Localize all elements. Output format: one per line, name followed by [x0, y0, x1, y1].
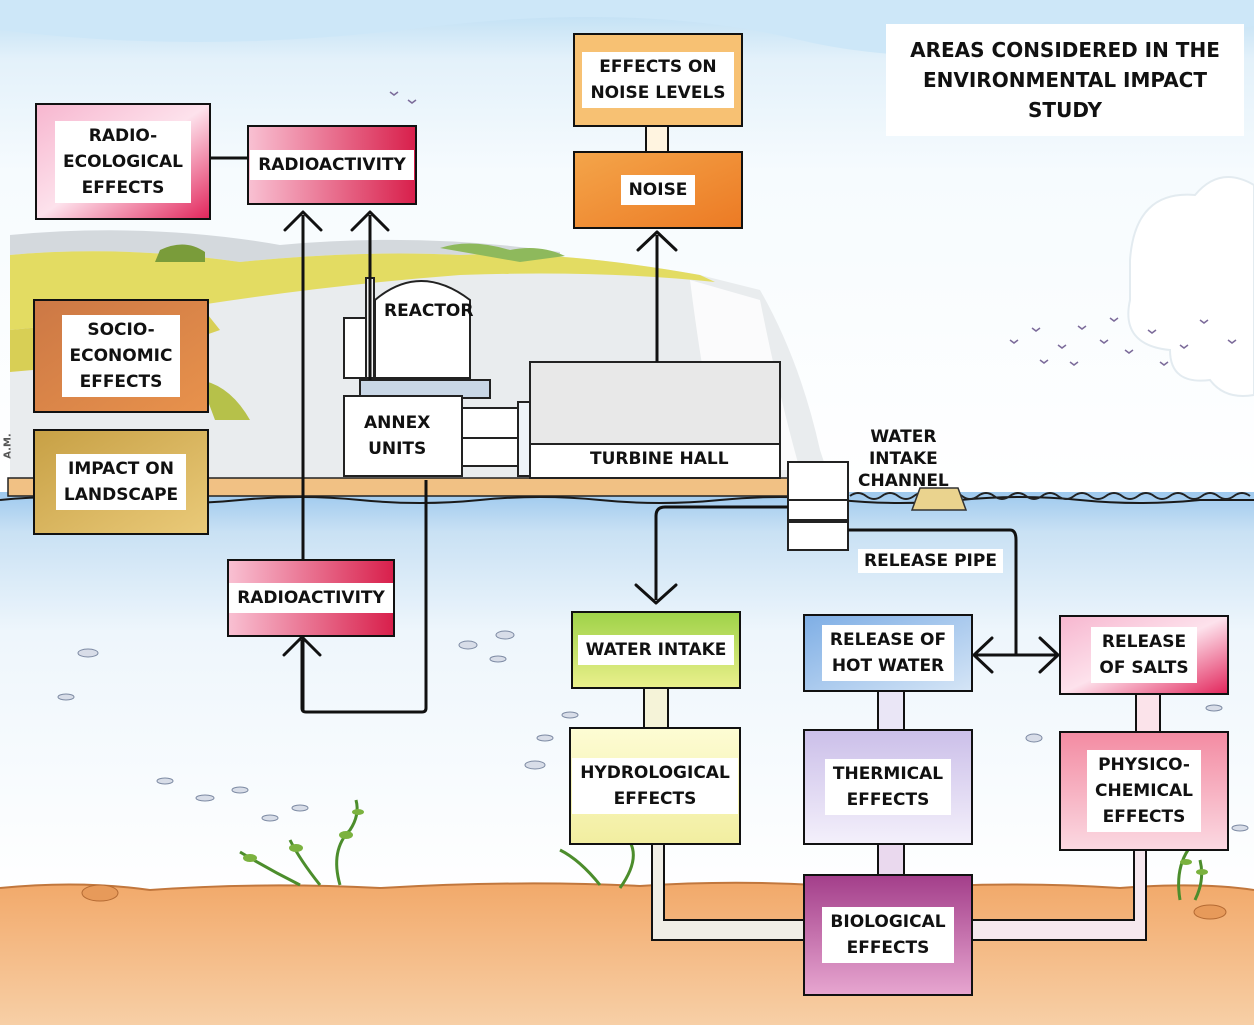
water-intake-label: WATER INTAKE — [577, 635, 735, 665]
annex-units-label: ANNEX UNITS — [364, 413, 431, 459]
box-socio-economic-effects: SOCIO- ECONOMIC EFFECTS — [34, 300, 208, 412]
physico-chemical-effects-label: PHYSICO- CHEMICAL EFFECTS — [1086, 750, 1202, 832]
box-radioactivity-water: RADIOACTIVITY — [228, 560, 394, 636]
diagram-title: AREAS CONSIDERED IN THE ENVIRONMENTAL IM… — [886, 24, 1244, 136]
radioactivity-air-label: RADIOACTIVITY — [250, 150, 414, 180]
release-pipe-label: RELEASE PIPE — [858, 549, 1003, 573]
signature: A.M. — [2, 433, 14, 459]
title-text: AREAS CONSIDERED IN THE ENVIRONMENTAL IM… — [910, 38, 1220, 122]
box-biological-effects: BIOLOGICAL EFFECTS — [804, 875, 972, 995]
box-radioactivity-air: RADIOACTIVITY — [248, 126, 416, 204]
box-physico-chemical-effects: PHYSICO- CHEMICAL EFFECTS — [1060, 732, 1228, 850]
box-impact-on-landscape: IMPACT ON LANDSCAPE — [34, 430, 208, 534]
water-intake-channel-label: WATER INTAKE CHANNEL — [858, 427, 949, 491]
box-release-of-hot-water: RELEASE OF HOT WATER — [804, 615, 972, 691]
biological-effects-label: BIOLOGICAL EFFECTS — [822, 907, 954, 963]
socio-economic-effects-label: SOCIO- ECONOMIC EFFECTS — [61, 315, 181, 397]
box-thermical-effects: THERMICAL EFFECTS — [804, 730, 972, 844]
box-radio-ecological-effects: RADIO- ECOLOGICAL EFFECTS — [36, 104, 210, 219]
radio-ecological-effects-label: RADIO- ECOLOGICAL EFFECTS — [55, 120, 191, 203]
box-water-intake: WATER INTAKE — [572, 612, 740, 688]
effects-on-noise-levels-label: EFFECTS ON NOISE LEVELS — [582, 52, 734, 108]
reactor-label: REACTOR — [384, 301, 474, 321]
impact-on-landscape-label: IMPACT ON LANDSCAPE — [55, 454, 187, 510]
box-noise: NOISE — [574, 152, 742, 228]
radioactivity-water-label: RADIOACTIVITY — [229, 583, 393, 613]
release-of-hot-water-label: RELEASE OF HOT WATER — [821, 625, 955, 681]
hydrological-effects-label: HYDROLOGICAL EFFECTS — [572, 758, 738, 814]
release-of-salts-label: RELEASE OF SALTS — [1091, 627, 1197, 683]
turbine-hall-label: TURBINE HALL — [590, 449, 729, 469]
noise-label: NOISE — [620, 175, 696, 205]
box-hydrological-effects: HYDROLOGICAL EFFECTS — [570, 728, 740, 844]
thermical-effects-label: THERMICAL EFFECTS — [824, 759, 952, 815]
box-release-of-salts: RELEASE OF SALTS — [1060, 616, 1228, 694]
box-effects-on-noise-levels: EFFECTS ON NOISE LEVELS — [574, 34, 742, 126]
